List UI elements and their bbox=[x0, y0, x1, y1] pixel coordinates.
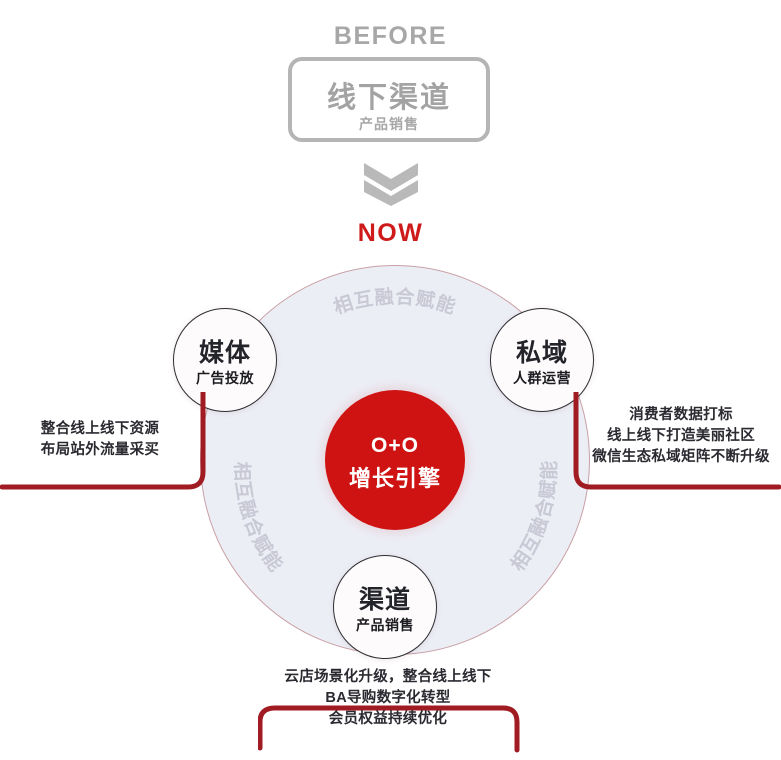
node-circle-media[interactable]: 媒体 广告投放 bbox=[173, 308, 277, 412]
node-circle-private-domain[interactable]: 私域 人群运营 bbox=[490, 308, 594, 412]
callout-text-bottom: 云店场景化升级，整合线上线下 BA导购数字化转型 会员权益持续优化 bbox=[284, 669, 492, 728]
node-circle-channel[interactable]: 渠道 产品销售 bbox=[333, 555, 437, 659]
node-private-title: 私域 bbox=[515, 339, 568, 367]
before-box-title: 线下渠道 bbox=[326, 82, 451, 114]
now-label: NOW bbox=[357, 219, 424, 247]
node-media-title: 媒体 bbox=[198, 339, 251, 367]
before-label: BEFORE bbox=[333, 22, 448, 50]
double-chevron-down-icon bbox=[358, 160, 424, 206]
node-private-subtitle: 人群运营 bbox=[513, 370, 571, 386]
node-media-subtitle: 广告投放 bbox=[196, 370, 254, 386]
node-channel-subtitle: 产品销售 bbox=[356, 617, 414, 633]
callout-text-left: 整合线上线下资源 布局站外流量采买 bbox=[40, 421, 160, 459]
center-title: O+O bbox=[371, 434, 419, 457]
callout-text-right: 消费者数据打标 线上线下打造美丽社区 微信生态私域矩阵不断升级 bbox=[592, 407, 770, 466]
center-growth-engine-circle: O+O 增长引擎 bbox=[325, 390, 465, 530]
node-channel-title: 渠道 bbox=[358, 586, 411, 614]
before-box-subtitle: 产品销售 bbox=[359, 116, 419, 132]
before-offline-channel-box: 线下渠道 产品销售 bbox=[288, 57, 490, 142]
center-subtitle: 增长引擎 bbox=[348, 466, 441, 491]
